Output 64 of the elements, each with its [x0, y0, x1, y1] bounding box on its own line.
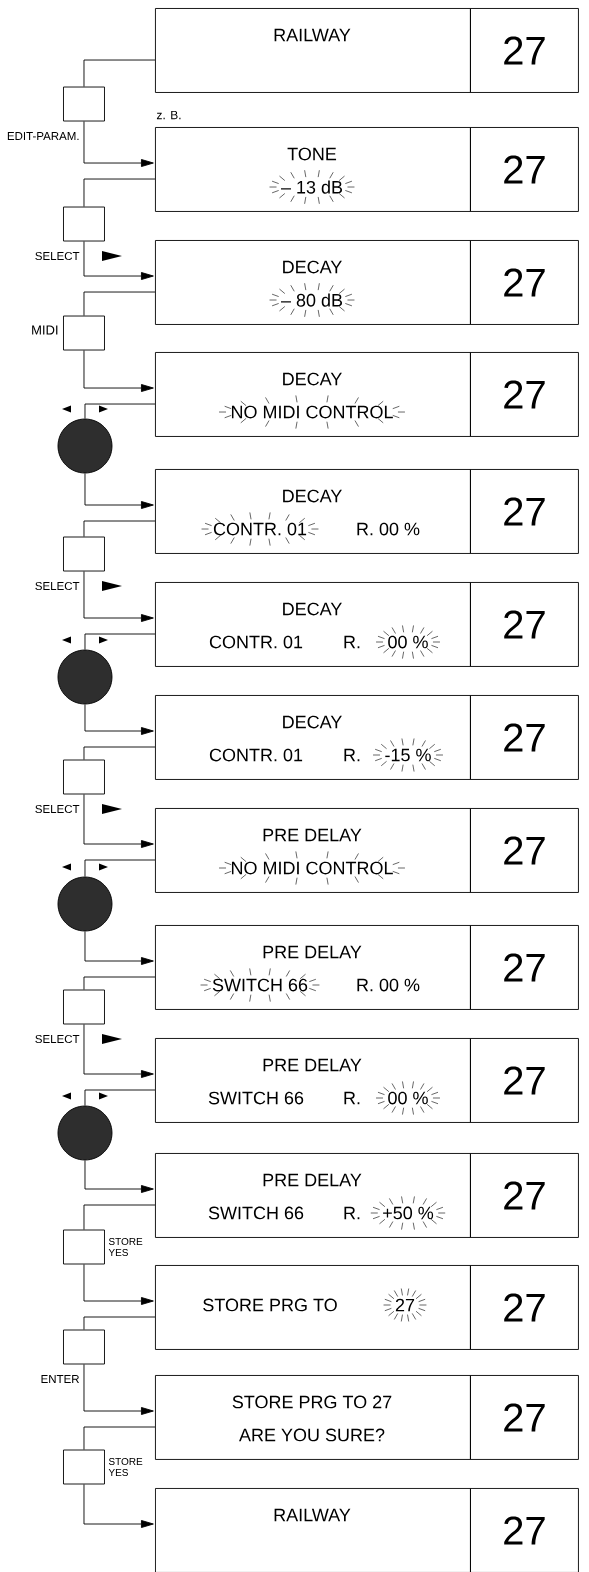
lcd-display: TONE – 13 dB [155, 127, 471, 212]
program-number: 27 [470, 469, 579, 554]
lcd-display: DECAY CONTR. 01 R. -15 % [155, 695, 471, 780]
program-number: 27 [470, 240, 579, 325]
push-button [63, 536, 105, 572]
lcd-display: RAILWAY [155, 1488, 471, 1572]
connector-arrow [84, 931, 154, 965]
program-number: 27 [470, 1153, 579, 1238]
button-label: SELECT [35, 581, 80, 591]
connector-arrow [84, 704, 154, 735]
lcd-display: STORE PRG TO 27 ARE YOU SURE? [155, 1375, 471, 1460]
push-button [63, 86, 105, 122]
rotary-knob [57, 863, 113, 932]
button-label: SELECT [35, 251, 80, 261]
lcd-display: DECAY NO MIDI CONTROL [155, 352, 471, 437]
program-number: 27 [470, 1488, 579, 1572]
push-button [63, 1329, 105, 1365]
program-number: 27 [470, 352, 579, 437]
connector-arrow [83, 571, 154, 622]
push-button [63, 315, 105, 351]
connector-arrow [83, 794, 154, 848]
program-number: 27 [470, 925, 579, 1010]
connector-arrow [83, 1364, 154, 1415]
button-label: EDIT-PARAM. [7, 132, 79, 140]
push-button [63, 1449, 105, 1485]
connector-arrow [83, 1264, 154, 1305]
connector-arrow [84, 1160, 154, 1193]
push-button [63, 206, 105, 242]
program-number: 27 [470, 808, 579, 893]
connector-arrow [83, 350, 154, 392]
note: z. B. [156, 110, 181, 120]
push-button [63, 1229, 105, 1265]
program-number: 27 [470, 127, 579, 212]
program-number: 27 [470, 582, 579, 667]
lcd-display: PRE DELAY SWITCH 66 R. 00 % [155, 1038, 471, 1123]
rotary-knob [57, 636, 113, 705]
connector-arrow [83, 1024, 154, 1078]
button-label: STORE YES [108, 1237, 143, 1257]
lcd-display: PRE DELAY SWITCH 66 R. 00 % [155, 925, 471, 1010]
lcd-display: PRE DELAY NO MIDI CONTROL [155, 808, 471, 893]
program-number: 27 [470, 695, 579, 780]
program-number: 27 [470, 1375, 579, 1460]
connector-arrow [84, 473, 154, 509]
program-number: 27 [470, 1265, 579, 1350]
connector-arrow [83, 121, 154, 167]
connector-arrow [83, 1484, 154, 1528]
button-label: ENTER [41, 1375, 79, 1383]
button-label: SELECT [35, 804, 80, 814]
lcd-display: DECAY CONTR. 01 R. 00 % [155, 469, 471, 554]
connector-arrow [83, 241, 154, 280]
rotary-knob [57, 405, 113, 474]
program-number: 27 [470, 8, 579, 93]
lcd-display: RAILWAY [155, 8, 471, 93]
button-label: STORE YES [108, 1457, 143, 1477]
lcd-display: DECAY CONTR. 01 R. 00 % [155, 582, 471, 667]
lcd-display: PRE DELAY SWITCH 66 R. +50 % [155, 1153, 471, 1238]
program-number: 27 [470, 1038, 579, 1123]
button-label: MIDI [32, 325, 58, 335]
push-button [63, 759, 105, 795]
rotary-knob [57, 1092, 113, 1161]
push-button [63, 989, 105, 1025]
button-label: SELECT [35, 1034, 80, 1044]
lcd-display: STORE PRG TO 27 [155, 1265, 471, 1350]
lcd-display: DECAY – 80 dB [155, 240, 471, 325]
